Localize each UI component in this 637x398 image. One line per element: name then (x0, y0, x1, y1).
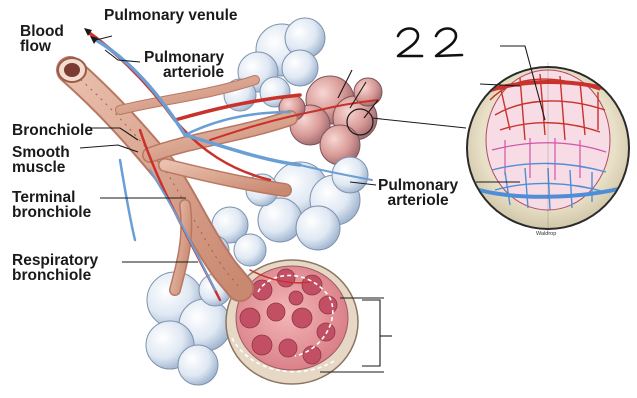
magnified-alveolus-inset (466, 62, 630, 234)
label-respiratory-bronchiole-line2: bronchiole (12, 268, 98, 283)
label-pulmonary-arteriole-top-line1: Pulmonary (144, 50, 224, 65)
label-pulmonary-venule: Pulmonary venule (104, 8, 238, 23)
label-pulmonary-arteriole-top: Pulmonary arteriole (144, 50, 224, 80)
label-pulmonary-arteriole-right-line1: Pulmonary (378, 178, 458, 193)
alveolar-sac-lower-left (146, 272, 231, 385)
label-smooth-muscle-line2: muscle (12, 160, 70, 175)
label-blood-flow: Blood flow (20, 24, 64, 54)
label-pulmonary-arteriole-right-line2: arteriole (378, 193, 458, 208)
illustrator-credit: Waldrop (536, 231, 556, 237)
label-bronchiole: Bronchiole (12, 123, 93, 138)
label-terminal-bronchiole: Terminal bronchiole (12, 190, 91, 220)
label-smooth-muscle-line1: Smooth (12, 145, 70, 160)
handwritten-note-glyphs (392, 22, 482, 62)
label-blood-flow-line1: Blood (20, 24, 64, 39)
label-smooth-muscle: Smooth muscle (12, 145, 70, 175)
label-terminal-bronchiole-line1: Terminal (12, 190, 91, 205)
alveolar-sac-middle (246, 157, 368, 250)
label-respiratory-bronchiole: Respiratory bronchiole (12, 253, 98, 283)
label-pulmonary-arteriole-right: Pulmonary arteriole (378, 178, 458, 208)
label-blood-flow-line2: flow (20, 39, 64, 54)
label-pulmonary-arteriole-top-line2: arteriole (144, 65, 224, 80)
label-terminal-bronchiole-line2: bronchiole (12, 205, 91, 220)
label-respiratory-bronchiole-line1: Respiratory (12, 253, 98, 268)
handwritten-note (392, 22, 482, 66)
